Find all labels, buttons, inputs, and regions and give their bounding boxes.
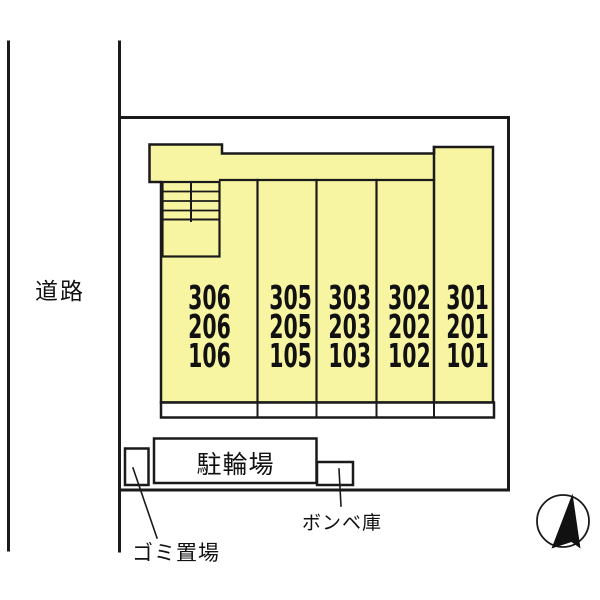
unit-label: 206: [188, 307, 231, 346]
gas-storage-box: [315, 460, 355, 487]
unit-label: 203: [328, 307, 372, 346]
unit-column-306: 306 206 106: [179, 278, 239, 375]
unit-label: 205: [269, 307, 312, 346]
gas-storage-label: ボンベ庫: [301, 512, 382, 534]
unit-label: 302: [388, 278, 431, 317]
bicycle-parking-label: 駐輪場: [196, 450, 275, 479]
unit-column-301: 301 201 101: [446, 278, 489, 375]
garbage-leader-line: [131, 466, 159, 540]
unit-label: 103: [328, 336, 372, 375]
gas-storage-leader-line: [338, 468, 342, 507]
unit-label: 306: [188, 278, 231, 317]
unit-label: 305: [269, 278, 312, 317]
north-arrow-icon: [551, 493, 581, 549]
balcony-strip: [159, 401, 496, 419]
unit-label: 202: [388, 307, 431, 346]
unit-label: 303: [328, 278, 372, 317]
unit-label: 101: [446, 336, 489, 375]
unit-label: 106: [188, 336, 231, 375]
unit-column-305: 305 205 105: [269, 278, 312, 375]
unit-column-303: 303 203 103: [328, 278, 372, 375]
building-outline: [148, 143, 495, 404]
road-label: 道路: [35, 279, 85, 305]
garbage-box: [123, 447, 150, 487]
site-boundary: [118, 116, 510, 492]
unit-label: 105: [269, 336, 312, 375]
garbage-area-label: ゴミ置場: [132, 541, 220, 565]
unit-label: 201: [446, 307, 489, 346]
unit-column-302: 302 202 102: [388, 278, 431, 375]
unit-label: 102: [388, 336, 431, 375]
unit-label: 301: [446, 278, 489, 317]
